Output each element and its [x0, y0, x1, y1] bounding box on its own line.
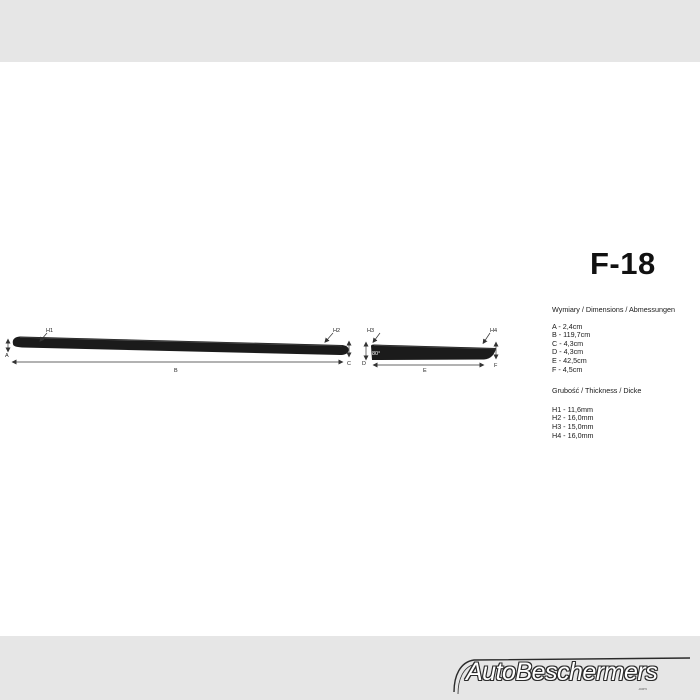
h1-leader	[39, 332, 48, 342]
label-angle: 80°	[372, 351, 380, 357]
thickness-heading: Grubość / Thickness / Dicke	[552, 386, 642, 396]
label-e: E	[423, 368, 427, 374]
h4-leader	[482, 332, 491, 345]
label-a: A	[5, 353, 9, 359]
dimension-item-b: B - 119,7cm	[552, 330, 591, 340]
label-h3: H3	[367, 328, 374, 334]
label-h2: H2	[333, 328, 340, 334]
long-trim-strip	[12, 336, 349, 355]
brand-logo: AutoBeschermers .com	[452, 656, 697, 696]
thickness-item-h3: H3 - 15,0mm	[552, 421, 594, 431]
h3-leader	[372, 332, 381, 343]
bottom-band	[0, 636, 700, 700]
label-b: B	[174, 368, 178, 374]
label-c: C	[347, 361, 351, 367]
dimension-item-a: A - 2,4cm	[552, 321, 583, 331]
top-band	[0, 0, 700, 62]
label-h1: H1	[46, 328, 53, 334]
model-code: F-18	[590, 246, 656, 281]
thickness-item-h4: H4 - 16,0mm	[552, 430, 594, 440]
logo-swoosh	[453, 657, 691, 695]
spec-panel: Wymiary / Dimensions / Abmessungen A - 2…	[552, 305, 675, 440]
short-trim-strip	[371, 344, 496, 360]
brand-tagline: .com	[638, 686, 647, 691]
label-h4: H4	[490, 328, 497, 334]
label-d: D	[362, 361, 366, 367]
dimension-item-e: E - 42,5cm	[552, 355, 587, 365]
short-trim-highlight	[373, 345, 496, 350]
dimension-item-f: F - 4,5cm	[552, 364, 583, 374]
thickness-item-h2: H2 - 16,0mm	[552, 413, 594, 423]
dimension-item-c: C - 4,3cm	[552, 338, 584, 348]
dimensions-heading: Wymiary / Dimensions / Abmessungen	[552, 305, 675, 314]
dimension-item-d: D - 4,3cm	[552, 347, 584, 357]
long-trim-highlight	[19, 337, 343, 347]
brand-name: AutoBeschermers	[466, 658, 658, 686]
thickness-item-h1: H1 - 11,6mm	[552, 404, 594, 414]
label-f: F	[494, 363, 498, 369]
h2-leader	[324, 332, 334, 343]
